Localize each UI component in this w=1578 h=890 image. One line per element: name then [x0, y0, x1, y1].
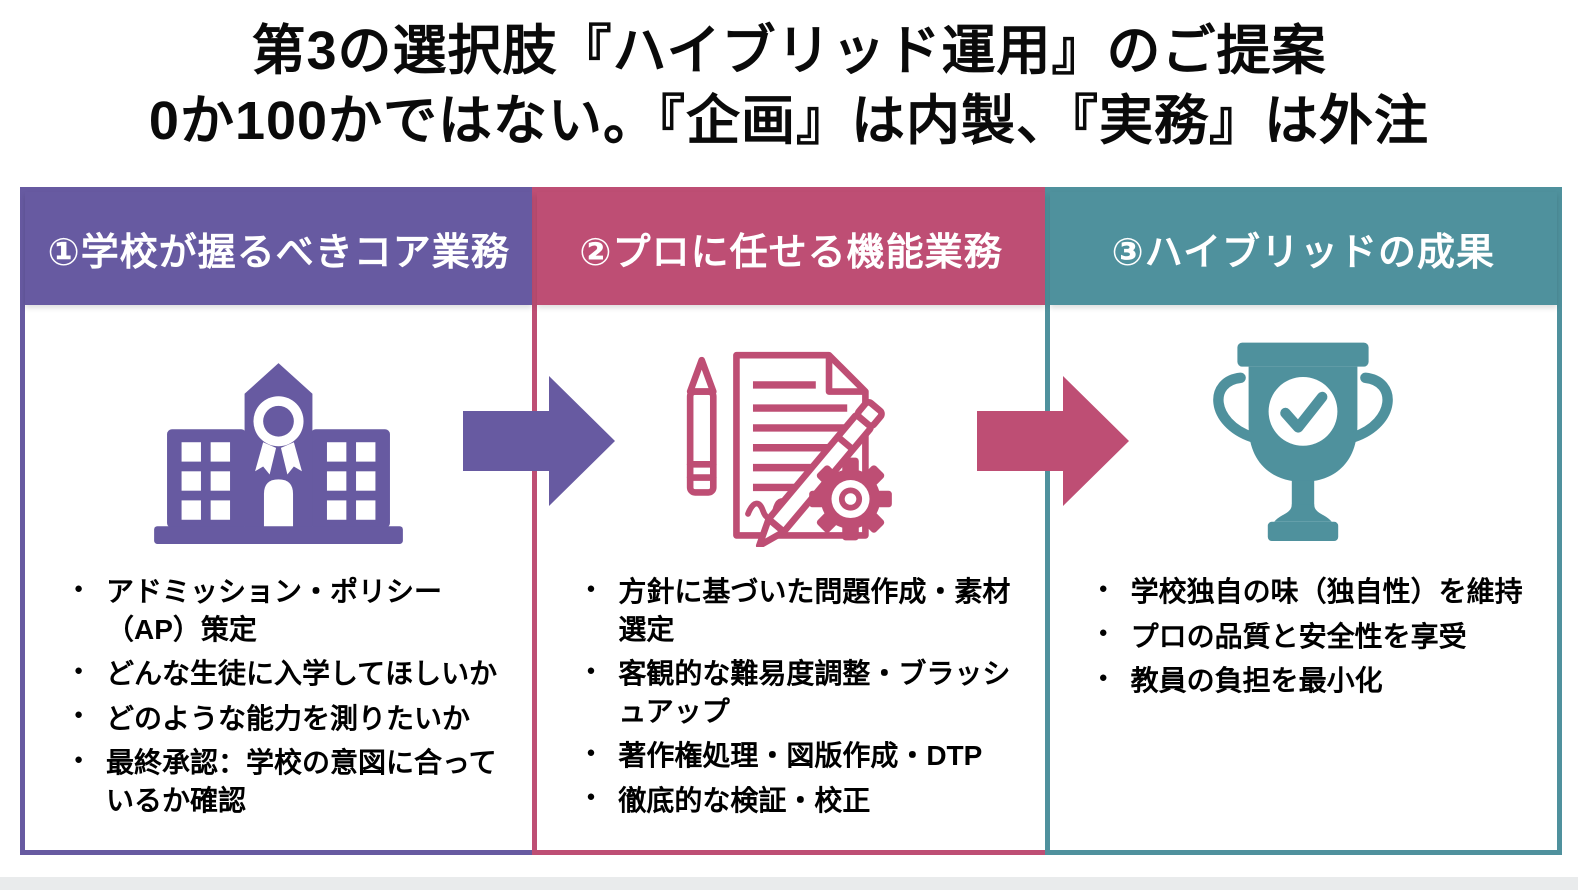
panel-core-duties-header: ①学校が握るべきコア業務: [25, 192, 533, 305]
panel-pro-tasks: ②プロに任せる機能業務: [532, 187, 1050, 855]
main-title-line-2: 0か100かではない。『企画』は内製、『実務』は外注: [148, 91, 1430, 152]
hybrid-results-list: 学校独自の味（独自性）を維持 プロの品質と安全性を享受 教員の負担を最小化: [1098, 573, 1533, 707]
main-title-line-1: 第3の選択肢『ハイブリッド運用』のご提案: [251, 21, 1327, 81]
list-item: プロの品質と安全性を享受: [1098, 618, 1533, 656]
list-item: 著作権処理・図版作成・DTP: [585, 737, 1020, 775]
list-item: どのような能力を測りたいか: [73, 700, 508, 738]
list-item: どんな生徒に入学してほしいか: [73, 655, 508, 693]
list-item: アドミッション・ポリシー（AP）策定: [73, 573, 508, 648]
list-item: 学校独自の味（独自性）を維持: [1098, 573, 1533, 611]
trophy-check-icon: [1050, 305, 1557, 573]
panel-pro-tasks-header: ②プロに任せる機能業務: [537, 192, 1045, 305]
bottom-bar: [0, 877, 1578, 890]
arrow-right-icon: [463, 376, 615, 506]
document-pen-gear-icon: [537, 305, 1044, 573]
list-item: 客観的な難易度調整・ブラッシュアップ: [585, 655, 1020, 730]
pro-tasks-list: 方針に基づいた問題作成・素材選定 客観的な難易度調整・ブラッシュアップ 著作権処…: [585, 573, 1020, 826]
list-item: 最終承認：学校の意図に合っているか確認: [73, 744, 508, 819]
panels-row: ①学校が握るべきコア業務: [20, 187, 1562, 855]
arrow-right-icon: [977, 376, 1129, 506]
school-building-award-icon: [25, 305, 532, 573]
panel-pro-tasks-body: 方針に基づいた問題作成・素材選定 客観的な難易度調整・ブラッシュアップ 著作権処…: [537, 305, 1045, 850]
panel-hybrid-results-header: ③ハイブリッドの成果: [1049, 192, 1557, 305]
main-title: 第3の選択肢『ハイブリッド運用』のご提案 0か100かではない。『企画』は内製、…: [0, 16, 1578, 156]
list-item: 方針に基づいた問題作成・素材選定: [585, 573, 1020, 648]
panel-core-duties: ①学校が握るべきコア業務: [20, 187, 538, 855]
list-item: 教員の負担を最小化: [1098, 662, 1533, 700]
panel-core-duties-body: アドミッション・ポリシー（AP）策定 どんな生徒に入学してほしいか どのような能…: [25, 305, 533, 850]
list-item: 徹底的な検証・校正: [585, 782, 1020, 820]
core-duties-list: アドミッション・ポリシー（AP）策定 どんな生徒に入学してほしいか どのような能…: [73, 573, 508, 826]
panel-hybrid-results-body: 学校独自の味（独自性）を維持 プロの品質と安全性を享受 教員の負担を最小化: [1049, 305, 1557, 850]
panel-hybrid-results: ③ハイブリッドの成果: [1044, 187, 1562, 855]
